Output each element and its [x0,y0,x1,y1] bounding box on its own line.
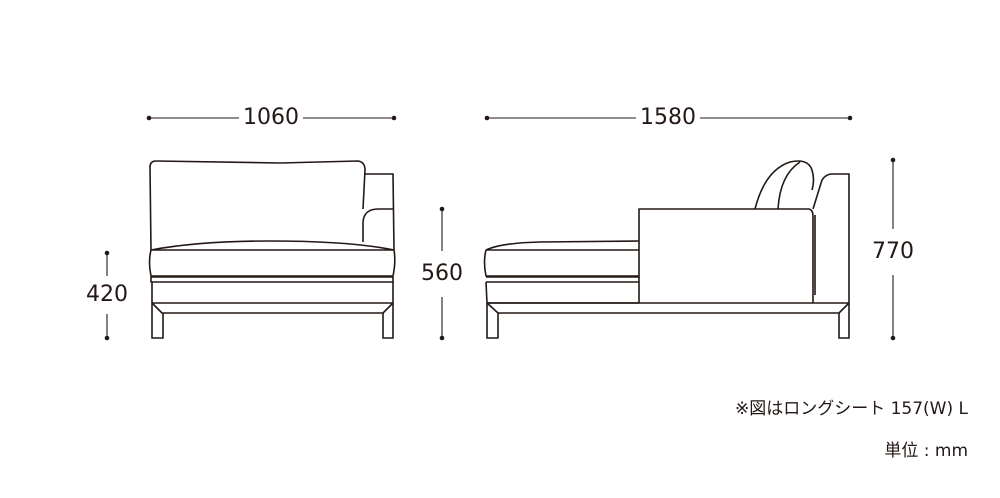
side-view [483,160,850,339]
side-width-label: 1580 [636,105,700,131]
front-legs [151,303,394,339]
side-legs [486,303,850,339]
side-arm-block [638,208,816,303]
dimension-lines [104,115,896,341]
side-backrest [812,173,850,303]
side-pillow [754,160,815,210]
front-armrest [362,173,395,251]
front-base [151,282,394,314]
front-width-label: 1060 [239,105,303,131]
front-seat-cushion [148,240,396,277]
total-height-label: 770 [870,229,916,275]
arm-height-label: 560 [419,251,465,297]
side-band [485,276,639,304]
unit-note: 単位 : mm [884,441,968,461]
front-band [150,276,394,283]
front-view [148,160,396,339]
side-base [486,302,850,314]
model-note: ※図はロングシート 157(W) L [734,399,968,419]
front-backrest [149,160,366,251]
seat-height-label: 420 [84,276,130,314]
side-chaise-cushion [483,240,640,277]
